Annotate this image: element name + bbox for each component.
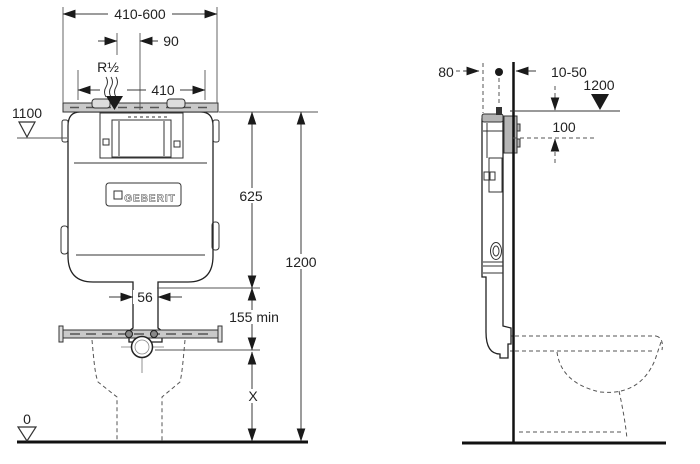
level-label-0: 0 [23, 411, 31, 427]
outlet-connector [130, 335, 154, 359]
brand-plate: GEBERIT [105, 182, 182, 207]
valve-detail-2 [489, 171, 496, 181]
dim-label-flush-pipe: 56 [137, 289, 153, 305]
label-supply-thread: R½ [97, 59, 119, 75]
geberit-logo-text: GEBERIT [124, 194, 175, 205]
conduit-tab-right [211, 221, 220, 251]
dim-label-depth: 80 [438, 64, 454, 80]
dim-label-plate-offset: 100 [552, 119, 576, 135]
geberit-logo-square [113, 190, 123, 200]
dim-label-supply-offset: 90 [163, 33, 179, 49]
tank-cap [481, 113, 504, 123]
rail-end-right [217, 325, 223, 343]
side-clip-left [61, 119, 69, 143]
rail-bolt-left [125, 330, 133, 338]
outlet-fitting-side [490, 242, 502, 260]
valve-detail-1 [483, 171, 490, 181]
conduit-tab-left [60, 225, 69, 255]
level-label-1200: 1200 [583, 77, 614, 93]
cistern-side [481, 107, 512, 359]
protection-box [503, 115, 521, 154]
dim-label-width-range: 410-600 [114, 6, 166, 22]
cistern-front-outline [67, 111, 214, 343]
datum-triangle-1200 [591, 94, 609, 110]
supply-axis-dot [495, 68, 503, 76]
toilet-outline-front [91, 339, 186, 441]
datum-triangle-0 [16, 426, 38, 443]
level-label-1100: 1100 [12, 105, 42, 121]
dim-label-variable-x: X [248, 388, 258, 404]
top-rail [62, 98, 219, 113]
opening-lug-right [173, 140, 181, 148]
datum-triangle-1100 [18, 121, 36, 139]
cistern-front: GEBERIT [60, 111, 220, 343]
dim-label-total-height: 1200 [285, 254, 316, 270]
dim-label-wall-range: 10-50 [551, 64, 587, 80]
side-view: 80 10-50 1200 100 [438, 62, 666, 445]
dim-label-min-clearance: 155 min [229, 309, 279, 325]
dimension-lines-side [456, 63, 597, 163]
supply-stub [496, 107, 502, 115]
dim-label-upper-height: 625 [239, 188, 263, 204]
rail-bolt-right [150, 330, 158, 338]
reference-lines-front [17, 7, 318, 351]
side-clip-right [212, 119, 220, 143]
access-opening [99, 112, 184, 159]
lower-rail [58, 325, 223, 343]
toilet-outline-side [515, 335, 663, 440]
fixing-clip-right [166, 98, 186, 109]
water-supply-icon [104, 76, 123, 110]
front-view: GEBERIT [12, 6, 319, 444]
rail-end-left [58, 325, 64, 343]
opening-lug-left [102, 138, 110, 146]
fixing-clip-left [91, 98, 111, 109]
dim-label-body-width: 410 [151, 82, 175, 98]
